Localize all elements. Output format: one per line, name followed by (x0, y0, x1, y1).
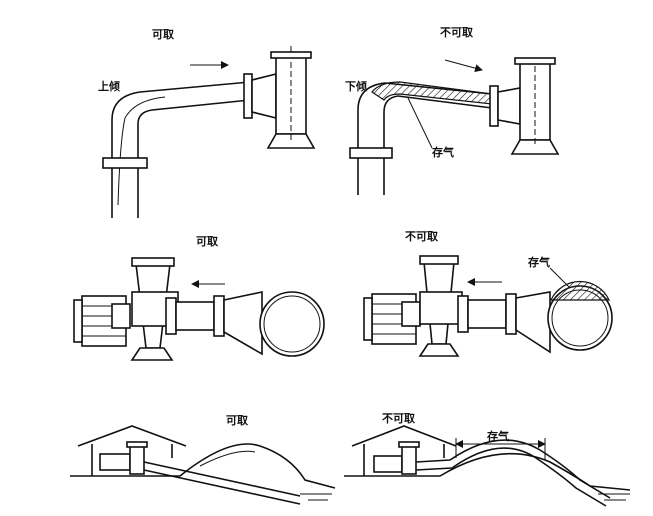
pipe-flange (243, 73, 253, 119)
header-pipe (259, 291, 325, 357)
pump-flange-top (270, 51, 312, 59)
pipe-flange (213, 295, 225, 337)
eccentric-reducer (223, 291, 263, 356)
pipe-reducer (251, 72, 277, 120)
panel-bottom-left: 可取 (70, 414, 336, 505)
panel-top-left: 可取 上倾 (98, 28, 316, 218)
label-air-top-right: 存气 (432, 145, 454, 159)
terrain (344, 452, 631, 491)
terrain (70, 443, 336, 489)
pump-base (418, 343, 460, 357)
air-pocket (550, 280, 610, 301)
pump (129, 445, 145, 475)
pump-base (130, 347, 174, 361)
motor-endcap (73, 299, 83, 343)
label-not-ok-middle-right: 不可取 (405, 230, 438, 243)
suction-pipe (143, 469, 301, 505)
pipe-inner-wall (383, 95, 493, 195)
label-not-ok-top-right: 不可取 (440, 26, 473, 39)
label-upward: 上倾 (98, 79, 120, 93)
pump-casing (519, 61, 551, 141)
label-air-bottom-right: 存气 (487, 429, 509, 443)
pump-house-roof (351, 425, 457, 447)
header-pipe-inner (551, 289, 609, 347)
pump-suction-bell (510, 139, 560, 155)
label-ok-top-left: 可取 (152, 28, 174, 41)
concentric-reducer (515, 291, 551, 354)
motor (99, 453, 131, 471)
label-air-middle-right: 存气 (528, 255, 550, 269)
coupling (401, 301, 421, 327)
suction-pipe (143, 461, 301, 497)
pipe-inner-wall (137, 99, 251, 218)
flow-arrow-icon (444, 59, 483, 73)
pump-house-roof (77, 425, 187, 447)
motor-endcap (363, 297, 373, 341)
pump-flange-top (514, 57, 556, 65)
pipe-flange (102, 157, 148, 169)
coupling (111, 303, 131, 329)
suction-pipe (175, 301, 215, 331)
panel-bottom-right: 不可取 存气 (344, 412, 631, 507)
pump-flange-top (131, 257, 175, 267)
air-pocket-leader (407, 97, 433, 149)
suction-pipe (415, 439, 611, 499)
pipe-flange (505, 293, 517, 335)
panel-middle-right: 不可取 存气 (363, 230, 613, 357)
pipe-reducer (497, 87, 521, 125)
pump (401, 445, 417, 475)
motor (373, 455, 403, 473)
pump-volute (419, 291, 463, 325)
suction-pipe (467, 299, 507, 329)
label-downward: 下倾 (345, 79, 367, 93)
label-ok-middle-left: 可取 (196, 235, 218, 248)
air-pocket-leader (549, 267, 571, 289)
panel-top-right: 不可取 下倾 存气 (345, 26, 560, 195)
label-ok-bottom-left: 可取 (226, 414, 248, 427)
pipe-flange (349, 147, 393, 159)
pipe-outer-wall (111, 81, 251, 218)
pipe-highlight (117, 96, 166, 206)
label-not-ok-bottom-right: 不可取 (382, 412, 415, 425)
pipe-flange (489, 85, 499, 127)
panel-middle-left: 可取 (73, 235, 325, 361)
suction-pipe (415, 447, 607, 507)
pipe-flange (165, 297, 177, 335)
pipe-outer-wall (357, 82, 493, 195)
pipe-flange (457, 295, 469, 333)
header-pipe-inner (263, 295, 321, 353)
pump-suction-bell (266, 133, 316, 149)
pump-flange-top (419, 255, 459, 265)
